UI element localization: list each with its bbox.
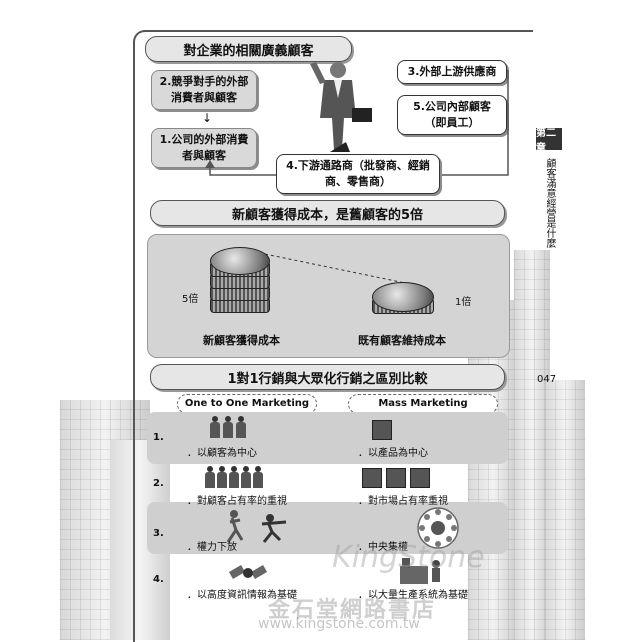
supplier-box: 3.外部上游供應商: [397, 60, 507, 84]
row-number: 2.: [153, 478, 164, 489]
page-frame: [133, 30, 533, 642]
row-right-text: ．對市場占有率重視: [358, 496, 448, 507]
section1-title: 對企業的相關廣義顧客: [145, 36, 352, 62]
internal-customers-box: 5.公司內部顧客（即員工）: [397, 95, 507, 135]
row-left-text: ．以高度資訊情報為基礎: [187, 590, 297, 601]
row-left-text: ．以顧客為中心: [187, 448, 257, 459]
cost-comparison-panel: [147, 234, 510, 358]
central-network-icon: [417, 507, 459, 549]
col-head-one-to-one: One to One Marketing: [177, 394, 317, 414]
section2-title: 新顧客獲得成本，是舊顧客的5倍: [150, 200, 505, 226]
running-people-icon: [226, 510, 287, 543]
background-building: [545, 380, 585, 640]
col-head-mass: Mass Marketing: [348, 394, 498, 414]
single-coin-icon: [372, 282, 434, 316]
right-caption: 既有顧客維持成本: [358, 334, 446, 347]
chapter-tab: 第二章: [536, 128, 562, 154]
watermark-cn: 金石堂網路書店: [268, 598, 437, 623]
page-number: 047: [537, 374, 557, 385]
chapter-title: 顧客滿意經營是什麼: [544, 158, 555, 248]
product-box-icon: [362, 468, 382, 488]
product-box-icon: [372, 420, 392, 440]
row-number: 4.: [153, 574, 164, 585]
comparison-row-band: [147, 412, 508, 464]
satellite-icon: [228, 565, 268, 579]
coin-stack-icon: [208, 247, 272, 315]
watermark-brand: KingStone: [332, 540, 485, 575]
dashed-connector: [265, 253, 411, 285]
competitor-customers-box: 2.競爭對手的外部消費者與顧客: [151, 70, 257, 110]
downstream-box: 4.下游通路商（批發商、經銷商、零售商）: [276, 154, 440, 194]
row-left-text: ．權力下放: [187, 542, 237, 553]
businessman-icon: [310, 62, 372, 152]
customers-group-icon: [210, 416, 250, 440]
left-multiplier: 5倍: [182, 294, 199, 305]
row-right-text: ．以大量生產系統為基礎: [358, 590, 468, 601]
external-customers-box: 1.公司的外部消費者與顧客: [151, 128, 257, 168]
section3-title: 1對1行銷與大眾化行銷之區別比較: [150, 364, 505, 390]
row-right-text: ．以產品為中心: [358, 448, 428, 459]
row-right-text: ．中央集權: [358, 542, 408, 553]
factory-worker-icon: [400, 558, 440, 584]
row-number: 1.: [153, 432, 164, 443]
customers-group-icon: [205, 466, 275, 490]
connector-lines: [205, 70, 509, 176]
product-box-icon: [386, 468, 406, 488]
arrow-down-icon: ↓: [202, 111, 213, 125]
background-building: [514, 250, 550, 640]
product-box-icon: [410, 468, 430, 488]
row-number: 3.: [153, 528, 164, 539]
left-caption: 新顧客獲得成本: [203, 334, 280, 347]
watermark-url: www.kingstone.com.tw: [258, 616, 420, 632]
row-left-text: ．對顧客占有率的重視: [187, 496, 287, 507]
right-multiplier: 1倍: [455, 297, 472, 308]
